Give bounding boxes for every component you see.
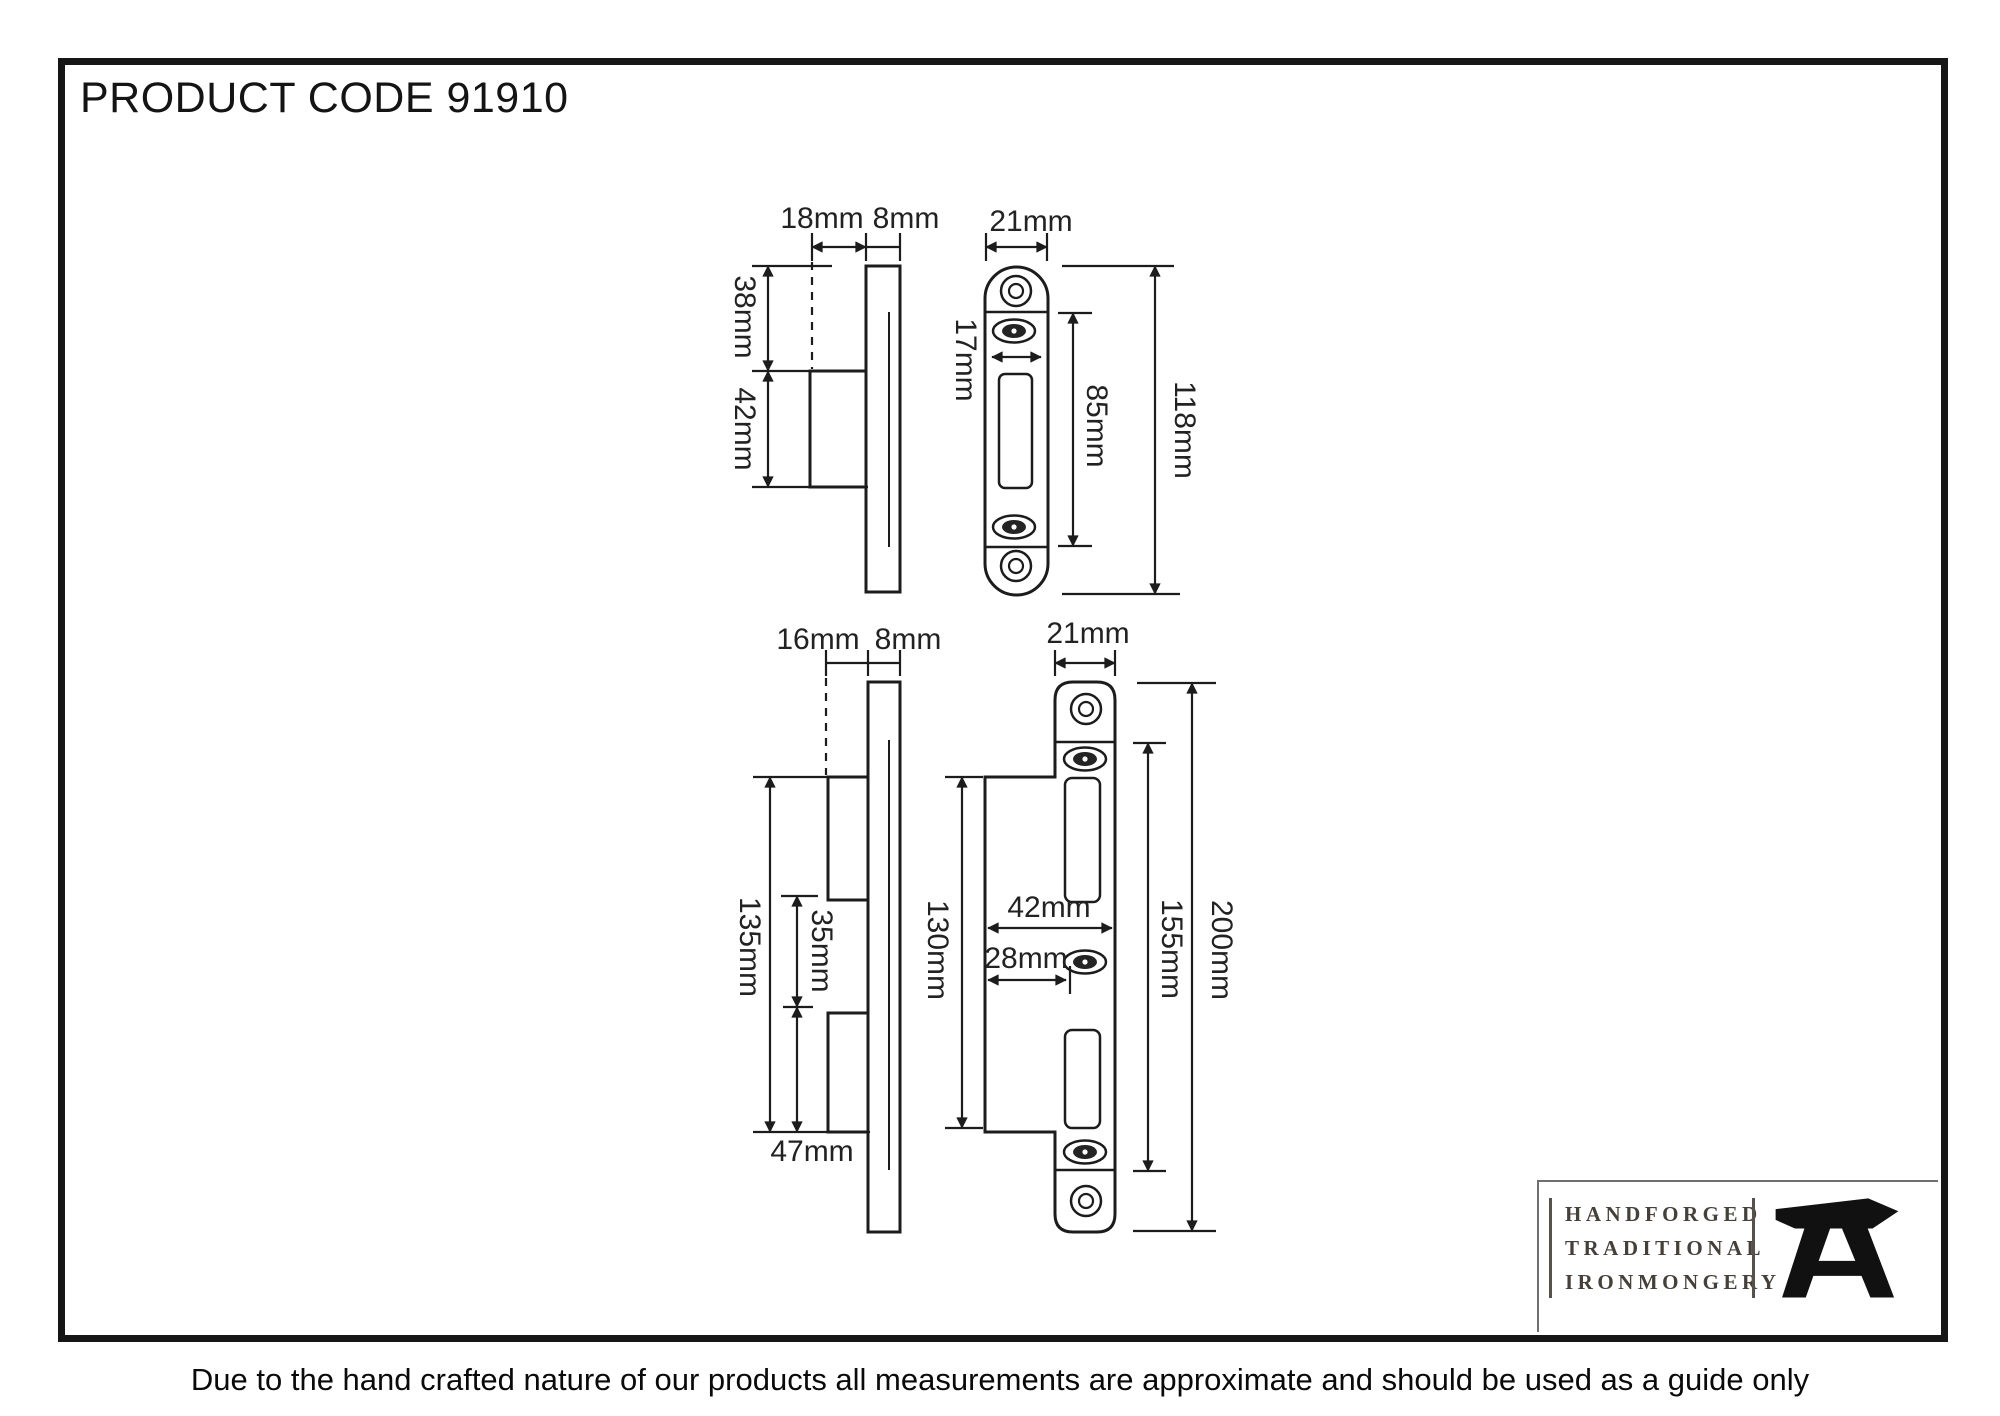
dim-label-8mm-top: 8mm [872,202,940,235]
product-code-title: PRODUCT CODE 91910 [80,74,569,122]
bottom-side-view [753,650,902,1234]
dim-label-155mm: 155mm [1155,898,1188,1000]
dim-label-42mm-side: 42mm [728,387,761,471]
logo-box-left-edge [1537,1180,1539,1332]
dim-label-38mm: 38mm [728,275,761,359]
disclaimer-text: Due to the hand crafted nature of our pr… [190,1362,1810,1397]
brand-logo: HANDFORGED TRADITIONAL IRONMONGERY [1537,1180,1938,1332]
logo-line-2: TRADITIONAL [1565,1236,1766,1260]
logo-box-top-edge [1537,1180,1938,1182]
dim-label-47mm: 47mm [770,1135,854,1168]
logo-wordmark: HANDFORGED TRADITIONAL IRONMONGERY [1565,1202,1781,1295]
logo-line-1: HANDFORGED [1565,1202,1762,1226]
screw-hole-icon [1069,692,1103,1218]
dim-label-118mm: 118mm [1168,381,1201,479]
top-front-view [983,233,1180,597]
sheet-border-frame [58,58,1948,1342]
logo-line-3: IRONMONGERY [1565,1270,1781,1294]
dim-label-85mm: 85mm [1080,384,1113,468]
dim-label-18mm: 18mm [780,202,864,235]
dim-label-130mm: 130mm [921,899,954,1001]
dim-label-35mm: 35mm [805,909,838,993]
logo-divider-bar [1752,1198,1755,1298]
dim-label-21mm-bottom: 21mm [1046,617,1130,650]
dim-label-135mm: 135mm [733,896,766,998]
dim-label-28mm: 28mm [984,942,1068,975]
dim-label-200mm: 200mm [1205,899,1238,1001]
dim-label-16mm: 16mm [776,623,860,656]
logo-divider-bar [1549,1198,1552,1298]
dim-label-8mm-bottom: 8mm [874,623,942,656]
top-side-view [752,233,902,594]
anvil-icon [1775,1198,1899,1298]
adjuster-screw-icon [991,318,1037,540]
bottom-front-view [945,650,1216,1234]
dim-label-42mm-front: 42mm [1007,891,1091,924]
dim-label-17mm: 17mm [949,318,982,402]
adjuster-screw-icon [1062,746,1108,1165]
screw-hole-icon [999,274,1033,583]
dim-label-21mm-top: 21mm [989,205,1073,238]
